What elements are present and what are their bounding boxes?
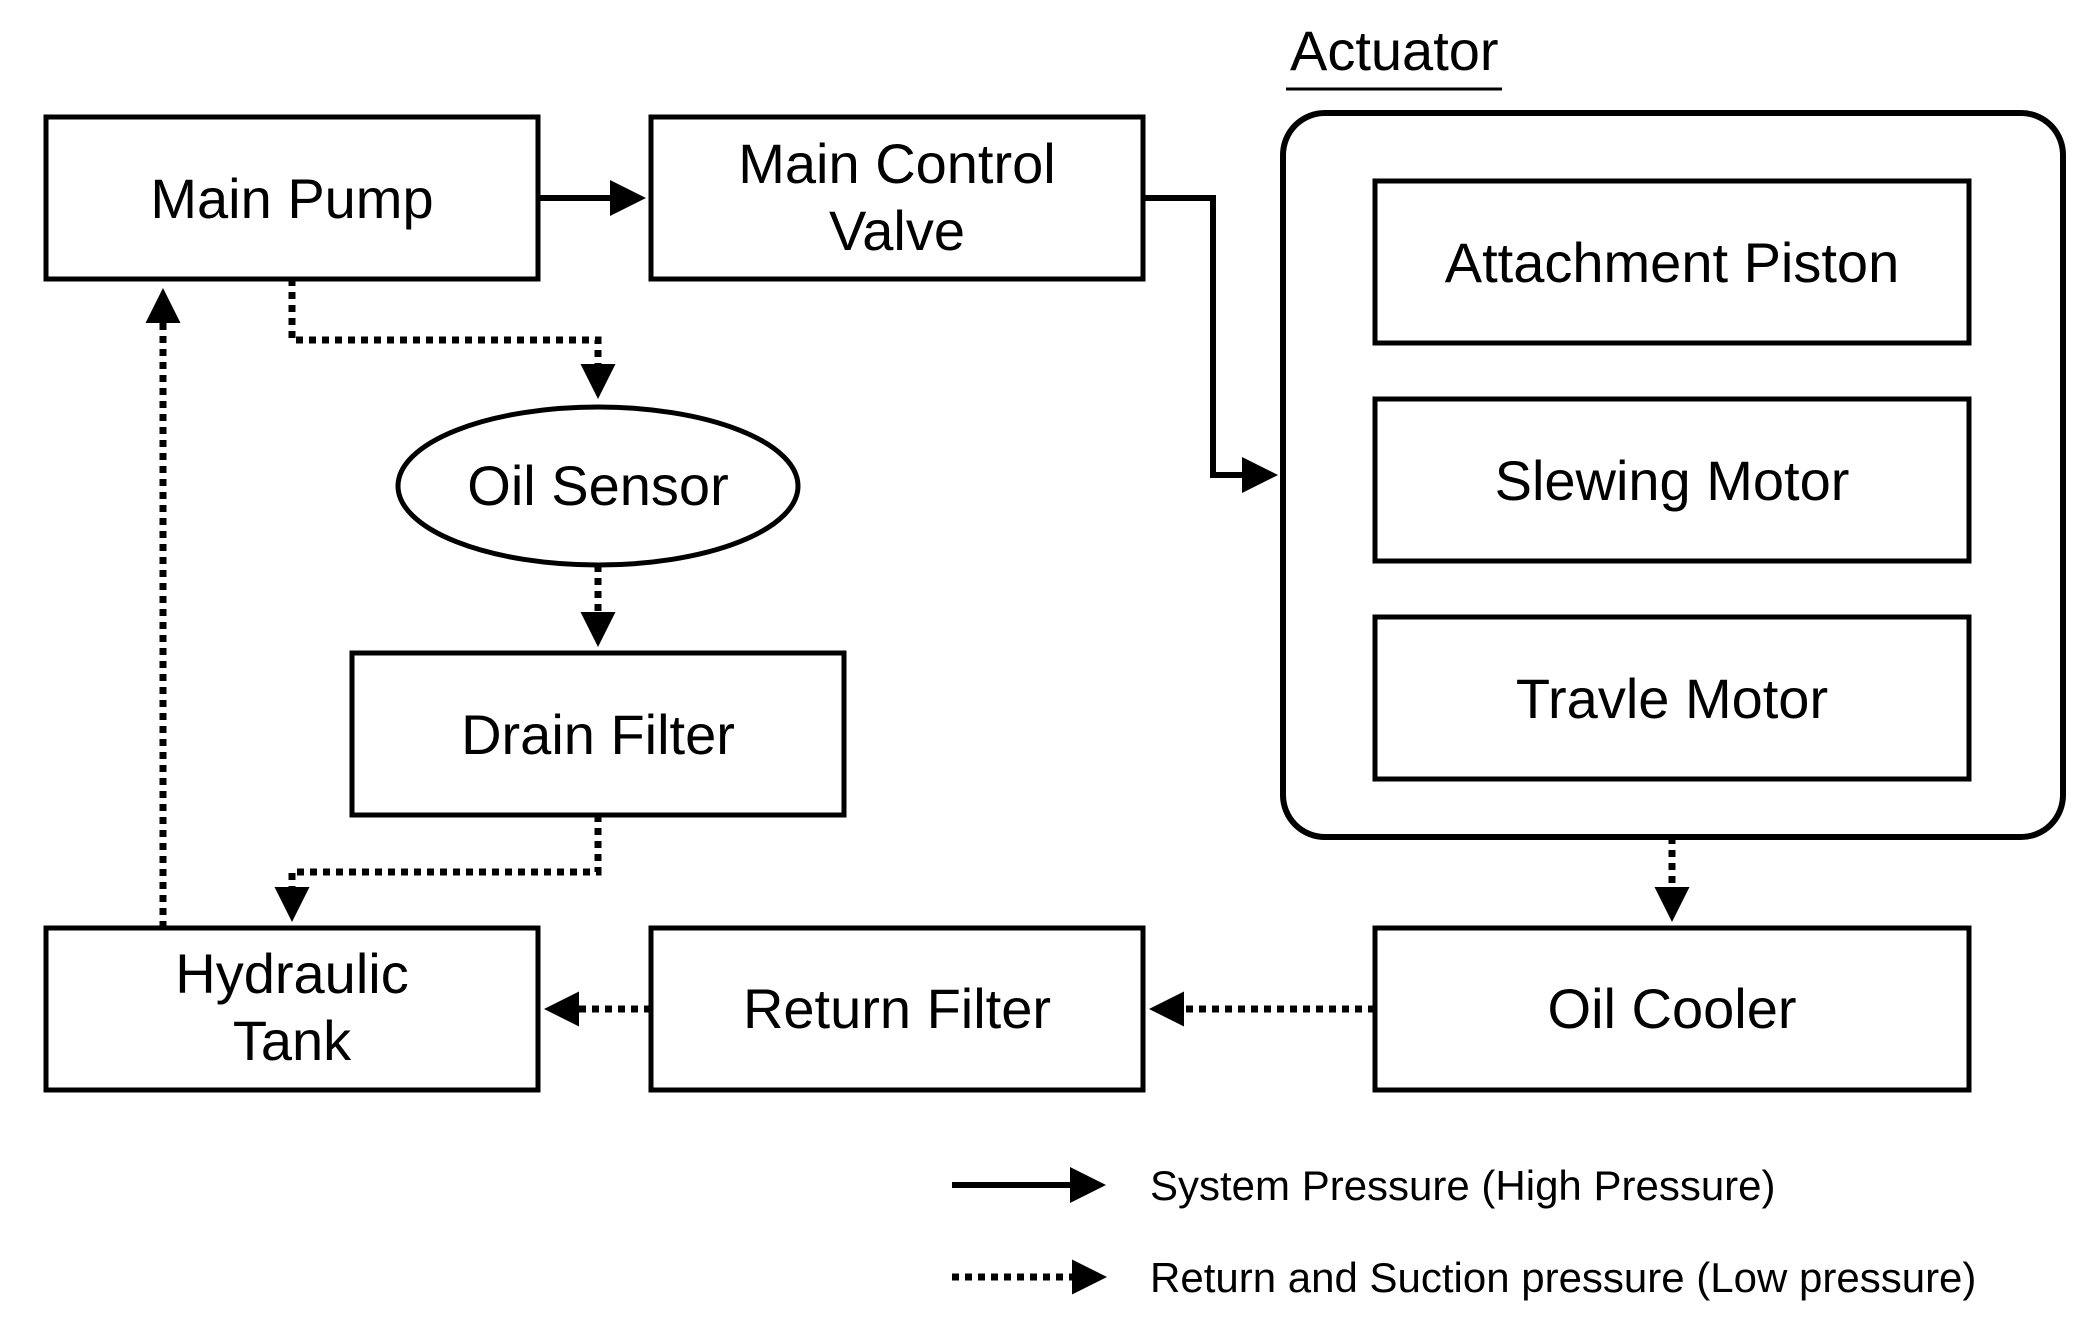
hydraulic-tank-node: Hydraulic Tank (43, 925, 541, 1093)
main-control-valve-node: Main Control Valve (648, 114, 1146, 282)
legend: System Pressure (High Pressure) Return a… (952, 1162, 1976, 1301)
travle-motor-label: Travle Motor (1516, 667, 1828, 730)
oil-sensor-label: Oil Sensor (467, 454, 728, 517)
main-pump-label: Main Pump (150, 167, 433, 230)
actuator-label: Actuator (1290, 19, 1499, 82)
attachment-piston-node: Attachment Piston (1372, 178, 1972, 346)
main-control-valve-label-line2: Valve (829, 199, 965, 262)
return-filter-label: Return Filter (743, 977, 1051, 1040)
oil-sensor-node: Oil Sensor (395, 404, 801, 568)
legend-solid-label: System Pressure (High Pressure) (1150, 1162, 1776, 1209)
oil-cooler-label: Oil Cooler (1548, 977, 1797, 1040)
drain-filter-node: Drain Filter (349, 650, 847, 818)
edge-pump-to-oil-sensor (288, 279, 616, 399)
slewing-motor-label: Slewing Motor (1495, 449, 1850, 512)
main-pump-node: Main Pump (43, 114, 541, 282)
travle-motor-node: Travle Motor (1372, 614, 1972, 782)
oil-cooler-node: Oil Cooler (1372, 925, 1972, 1093)
return-filter-node: Return Filter (648, 925, 1146, 1093)
edge-drain-filter-to-tank (274, 815, 602, 922)
slewing-motor-node: Slewing Motor (1372, 396, 1972, 564)
hydraulic-tank-label-line1: Hydraulic (175, 942, 408, 1005)
hydraulic-tank-label-line2: Tank (233, 1009, 352, 1072)
main-control-valve-label-line1: Main Control (738, 132, 1055, 195)
edge-valve-to-actuator (1143, 195, 1278, 493)
attachment-piston-label: Attachment Piston (1445, 231, 1899, 294)
drain-filter-label: Drain Filter (461, 703, 735, 766)
legend-dotted-label: Return and Suction pressure (Low pressur… (1150, 1254, 1976, 1301)
